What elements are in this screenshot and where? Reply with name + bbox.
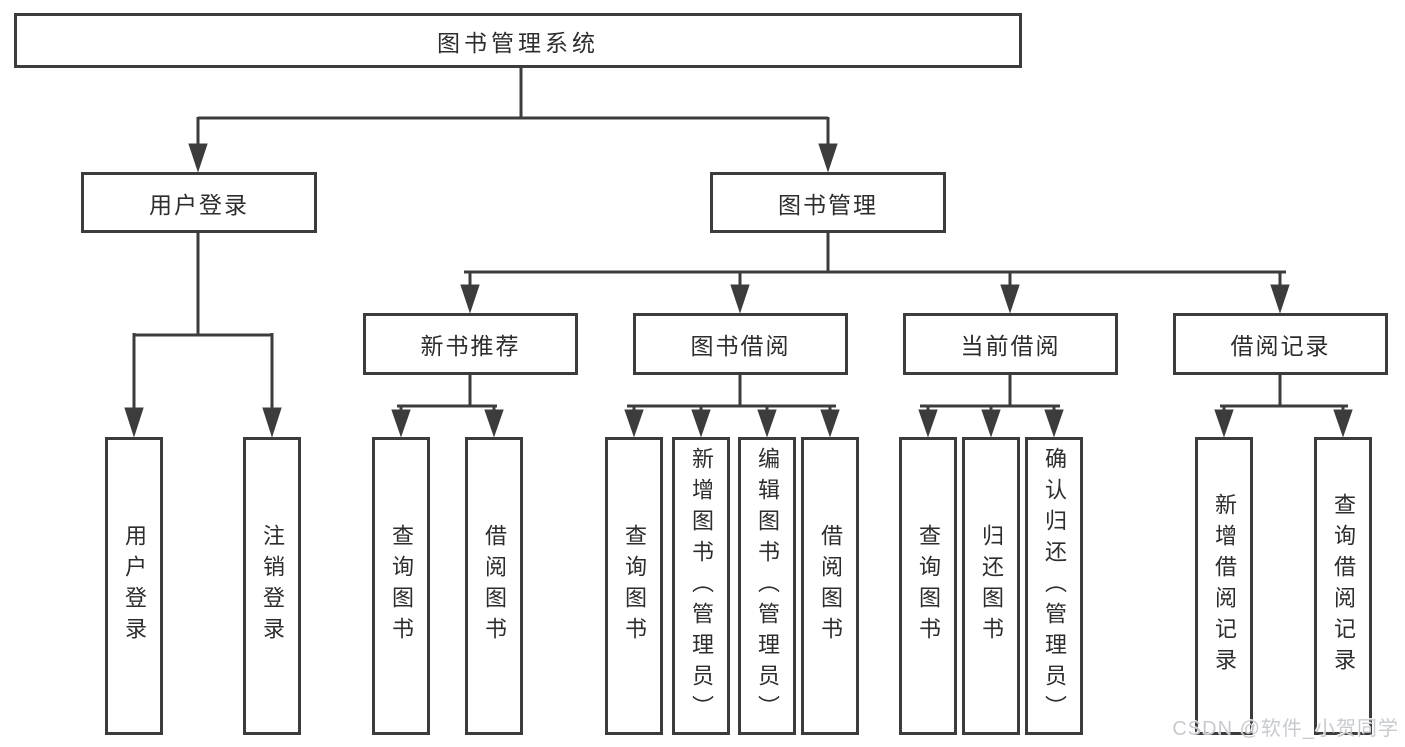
node-book-borrowing: 图书借阅 [633,313,848,375]
arrowhead [484,409,504,438]
arrowhead [918,409,938,438]
arrowhead [624,409,644,438]
csdn-watermark: CSDN @软件_小贺同学 [1172,718,1399,740]
arrowhead [730,284,750,314]
leaf-add-borrow-record-label: 新增借阅记录 [1212,493,1237,679]
arrowhead [460,284,480,314]
arrowhead [757,409,777,438]
node-user-login: 用户登录 [81,172,317,233]
leaf-borrow-books-recommend-label: 借阅图书 [482,524,507,648]
node-borrow-records: 借阅记录 [1173,313,1388,375]
connector-book-borrowing-to-leaves [624,374,840,438]
leaf-edit-book-admin: 编辑图书（管理员） [738,437,796,735]
connector-book-management-to-level3 [460,232,1290,314]
leaf-borrow-books-recommend: 借阅图书 [465,437,523,735]
leaf-add-borrow-record: 新增借阅记录 [1195,437,1253,735]
arrowhead [691,409,711,438]
node-new-book-recommendation: 新书推荐 [363,313,578,375]
leaf-confirm-return-admin-label: 确认归还（管理员） [1042,446,1067,726]
arrowhead [1333,409,1353,438]
connector-current-borrowing-to-leaves [918,374,1064,438]
connector-borrow-records-to-leaves [1214,374,1353,438]
connector-user-login-to-leaves [124,232,282,438]
connector-root-to-level2 [188,68,838,173]
connector-new-book-to-leaves [391,374,504,438]
leaf-query-books-borrow: 查询图书 [605,437,663,735]
leaf-return-books: 归还图书 [962,437,1020,735]
leaf-user-login-label: 用户登录 [122,524,147,648]
arrowhead [1044,409,1064,438]
leaf-logout-label: 注销登录 [260,524,285,648]
leaf-query-borrow-record: 查询借阅记录 [1314,437,1372,735]
arrowhead [124,407,144,438]
arrowhead [820,409,840,438]
leaf-confirm-return-admin: 确认归还（管理员） [1025,437,1083,735]
arrowhead [1270,284,1290,314]
arrowhead [188,143,208,173]
leaf-query-books-current: 查询图书 [899,437,957,735]
arrowhead [981,409,1001,438]
arrowhead [818,143,838,173]
leaf-return-books-label: 归还图书 [979,524,1004,648]
leaf-borrow-books: 借阅图书 [801,437,859,735]
leaf-query-books-borrow-label: 查询图书 [622,524,647,648]
leaf-query-books-current-label: 查询图书 [916,524,941,648]
arrowhead [262,407,282,438]
leaf-edit-book-admin-label: 编辑图书（管理员） [755,446,780,726]
leaf-add-book-admin: 新增图书（管理员） [672,437,730,735]
leaf-query-books-recommend-label: 查询图书 [389,524,414,648]
leaf-add-book-admin-label: 新增图书（管理员） [689,446,714,726]
leaf-user-login: 用户登录 [105,437,163,735]
node-library-management-system: 图书管理系统 [14,13,1022,68]
arrowhead [391,409,411,438]
leaf-query-books-recommend: 查询图书 [372,437,430,735]
node-book-management: 图书管理 [710,172,946,233]
node-current-borrowing: 当前借阅 [903,313,1118,375]
leaf-query-borrow-record-label: 查询借阅记录 [1331,493,1356,679]
leaf-logout: 注销登录 [243,437,301,735]
arrowhead [1214,409,1234,438]
leaf-borrow-books-label: 借阅图书 [818,524,843,648]
arrowhead [1000,284,1020,314]
